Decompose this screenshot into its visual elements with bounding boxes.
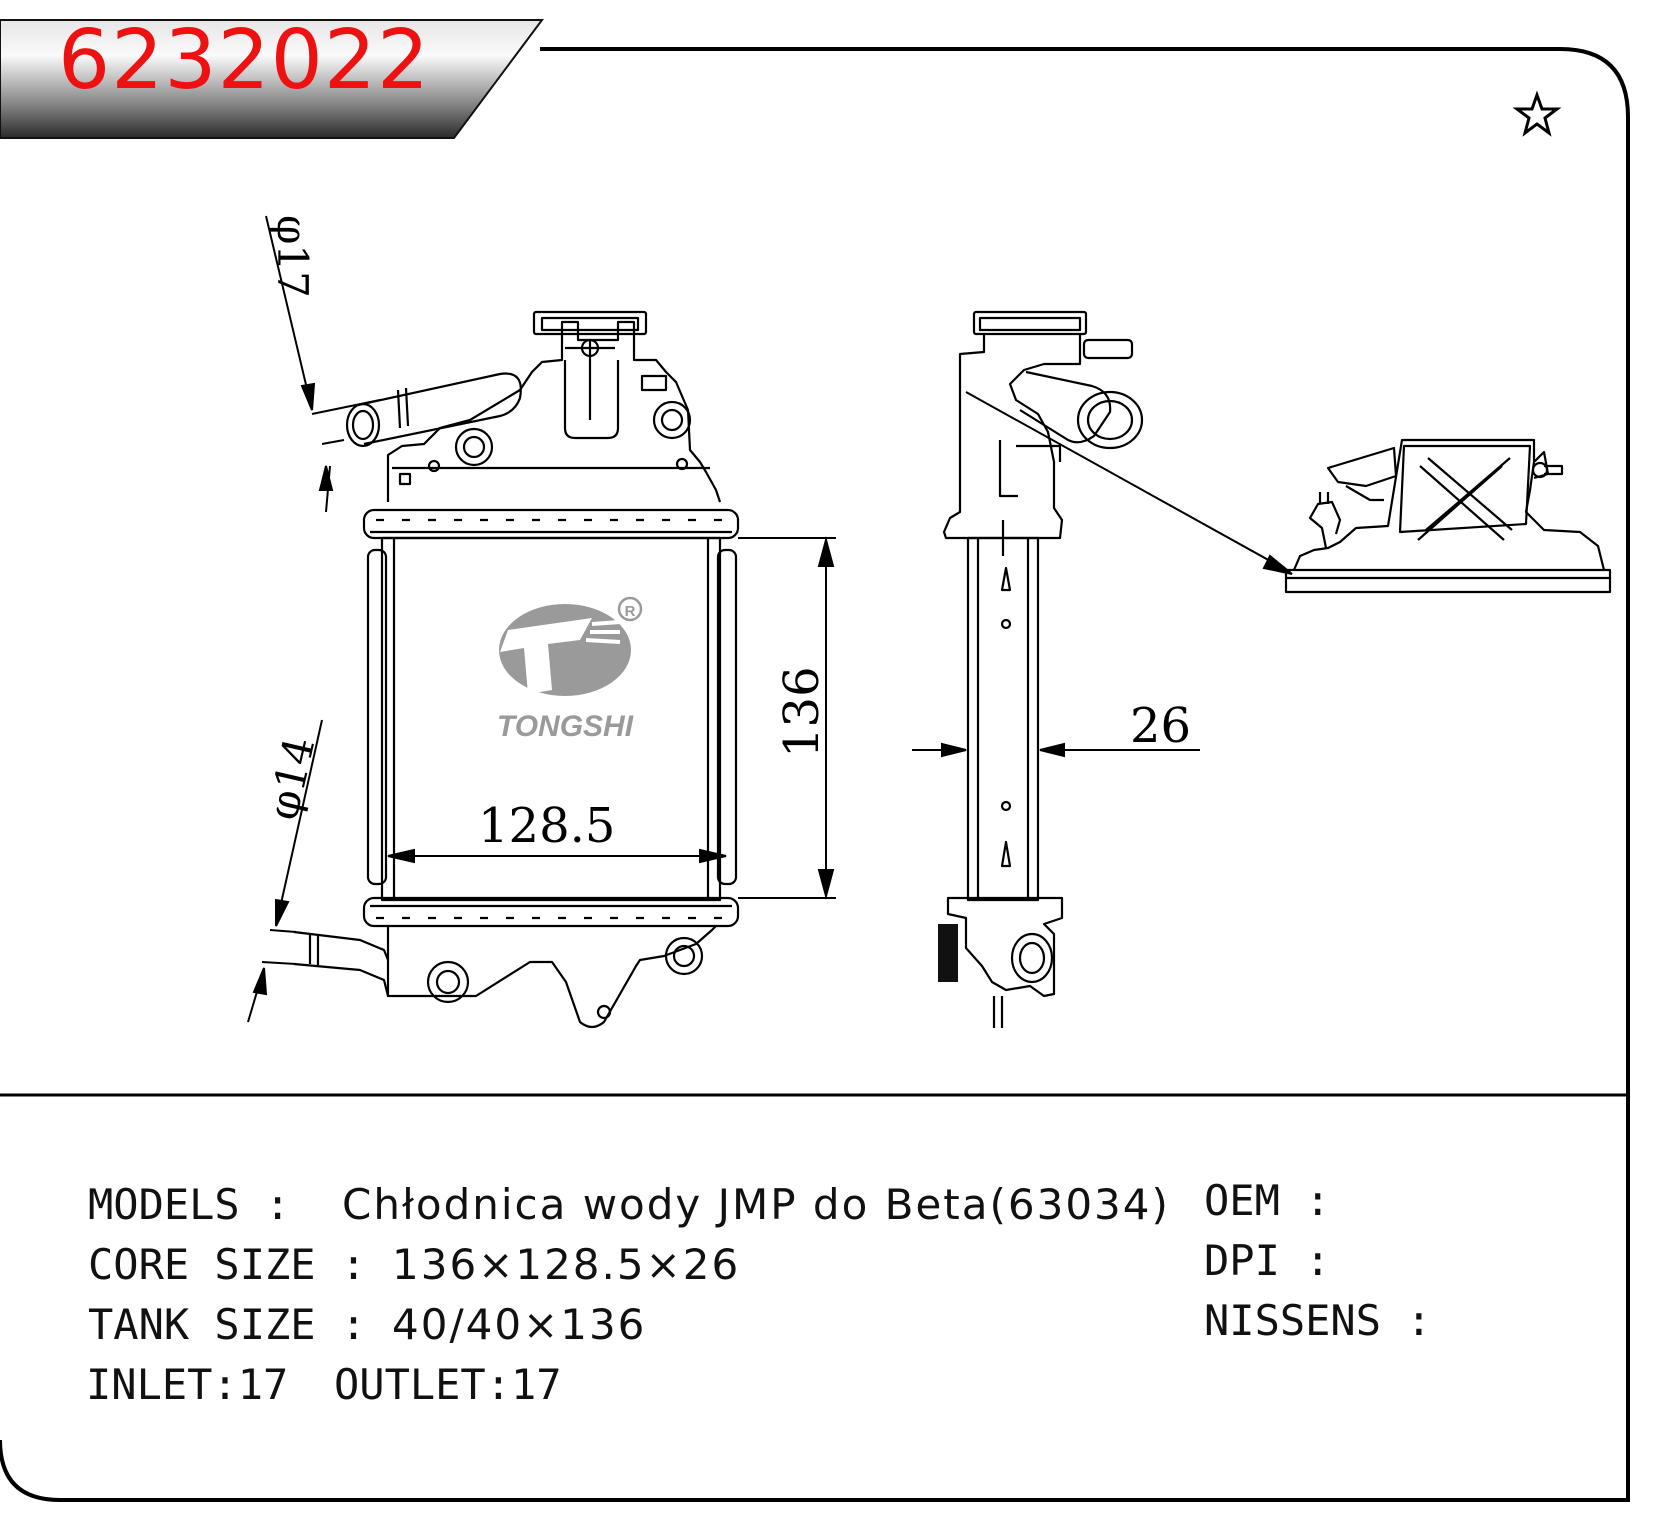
- dpi-label: DPI :: [1204, 1236, 1331, 1285]
- inlet-diameter-dimension: φ17: [268, 215, 317, 298]
- front-view: [293, 310, 740, 1029]
- outlet-spec: OUTLET:17: [334, 1360, 562, 1409]
- inlet-spec: INLET:17: [86, 1360, 289, 1409]
- core-depth-dimension: 26: [1130, 698, 1191, 754]
- star-icon: [1512, 90, 1562, 137]
- outlet-diameter-dimension: φ14: [258, 732, 324, 824]
- core-width-dimension: 128.5: [478, 798, 615, 854]
- tank-detail-view: [1284, 438, 1612, 594]
- tank-size-value: 40/40×136: [392, 1300, 647, 1349]
- side-view: [942, 310, 1144, 1028]
- nissens-label: NISSENS :: [1204, 1296, 1432, 1345]
- models-value: Chłodnica wody JMP do Beta(63034): [342, 1180, 1170, 1229]
- oem-label: OEM :: [1204, 1176, 1331, 1225]
- tongshi-logo-icon: R TONGSHI: [497, 596, 643, 743]
- tank-size-label: TANK SIZE :: [88, 1300, 367, 1349]
- logo-registered-mark: R: [625, 603, 636, 620]
- core-height-dimension: 136: [774, 666, 830, 758]
- dimension-lines-side: [912, 391, 1293, 758]
- core-size-value: 136×128.5×26: [392, 1240, 741, 1289]
- drain-plug: [938, 924, 958, 982]
- logo-brand-text: TONGSHI: [497, 710, 634, 743]
- sheet-border: [0, 47, 1630, 1502]
- part-number: 6232022: [58, 13, 431, 108]
- core-size-label: CORE SIZE :: [88, 1240, 367, 1289]
- title-banner: [0, 19, 544, 139]
- dimension-lines-front: [247, 215, 836, 1023]
- models-label: MODELS :: [88, 1180, 291, 1229]
